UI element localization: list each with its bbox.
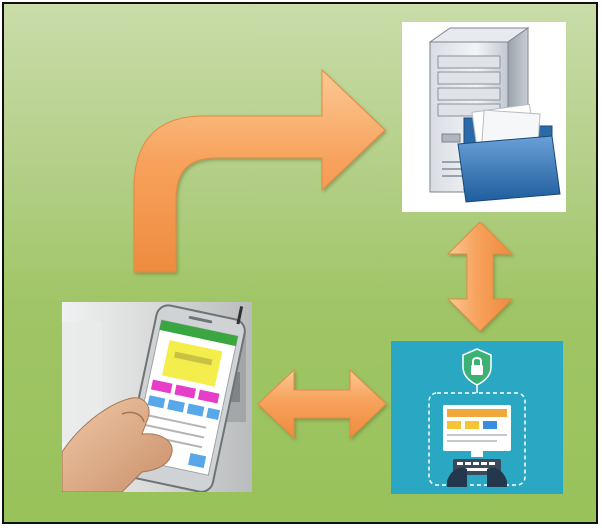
smartphone-app-photo [62, 302, 252, 492]
double-arrow-server-to-secure [446, 221, 514, 332]
curved-arrow-phone-to-server [133, 68, 386, 273]
secure-computer-icon [428, 348, 526, 487]
diagram-frame [2, 2, 598, 524]
secure-workstation-node [391, 341, 563, 494]
server-node [402, 22, 566, 212]
double-arrow-phone-to-secure [257, 368, 387, 440]
server-with-folder-icon [428, 27, 561, 203]
mobile-node [62, 302, 252, 492]
arrows-layer [133, 68, 514, 440]
